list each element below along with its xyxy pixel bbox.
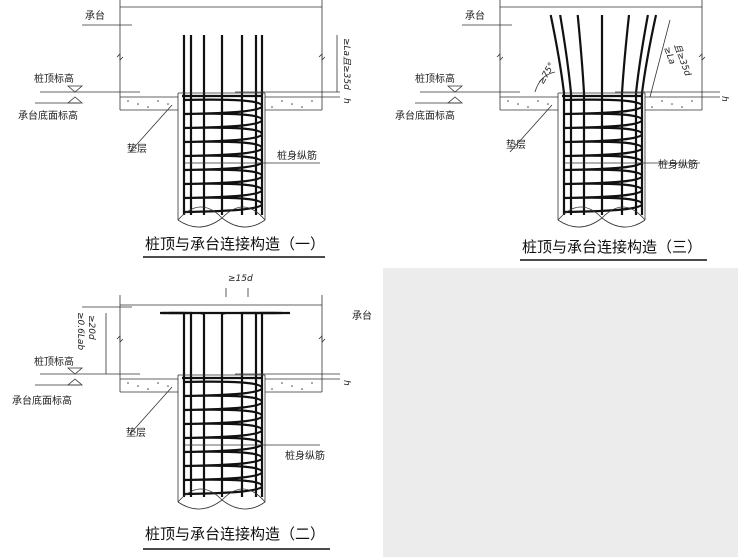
cushion-aggregate [137, 103, 139, 105]
detail-1: 承台 桩顶标高 承台底面标高 垫层 桩身纵筋 ≥La且≥35d h 桩顶与承台连… [18, 0, 352, 253]
pile-break-end [557, 206, 646, 228]
pile-break-end [177, 488, 266, 510]
longitudinal-bars-label: 桩身纵筋 [285, 449, 325, 462]
cushion-aggregate [691, 100, 693, 102]
detail-title: 桩顶与承台连接构造（二） [145, 525, 325, 543]
cushion-aggregate [537, 100, 539, 102]
cushion-aggregate [271, 106, 273, 108]
cushion-aggregate [157, 100, 159, 102]
cushion-leader [129, 104, 173, 153]
cap-label: 承台 [465, 9, 485, 22]
cap-label: 承台 [352, 309, 372, 322]
longitudinal-bar [169, 311, 193, 497]
spiral-stirrup [182, 376, 264, 496]
detail-title: 桩顶与承台连接构造（三） [522, 238, 702, 256]
longitudinal-bar [162, 311, 186, 497]
anchor-length-dimension-2: ≥20d [86, 315, 96, 340]
detail-title: 桩顶与承台连接构造（一） [145, 235, 325, 253]
longitudinal-bar [199, 311, 206, 497]
pile-outline [177, 92, 266, 220]
detail-2: 承台 桩顶标高 承台底面标高 垫层 桩身纵筋 ≥0.6Lab ≥20d ≥15d… [12, 274, 372, 543]
cushion-aggregate [281, 382, 283, 384]
longitudinal-bar [640, 14, 658, 215]
spiral-stirrup [182, 94, 264, 214]
longitudinal-bar [576, 14, 586, 215]
cap-bottom-elevation-label: 承台底面标高 [12, 394, 72, 407]
cushion-label: 垫层 [127, 142, 147, 155]
cap-bottom-elevation-label: 承台底面标高 [18, 109, 78, 122]
cushion-label: 垫层 [506, 138, 526, 151]
cushion-aggregate [291, 103, 293, 105]
pile-break-end [177, 206, 266, 228]
cushion-aggregate [507, 100, 509, 102]
cushion-aggregate [271, 388, 273, 390]
cushion-aggregate [651, 106, 653, 108]
h-dimension: h [341, 380, 351, 386]
pile-top-elevation-label: 桩顶标高 [415, 72, 455, 85]
hook-length-dimension: ≥15d [228, 274, 253, 284]
cushion-aggregate [527, 106, 529, 108]
cap-bottom-elevation-label: 承台底面标高 [395, 109, 455, 122]
cushion-aggregate [547, 103, 549, 105]
cushion-aggregate [671, 103, 673, 105]
cushion-aggregate [147, 106, 149, 108]
pile-outline [557, 92, 646, 220]
cushion-aggregate [157, 382, 159, 384]
cap-label: 承台 [85, 9, 105, 22]
elevation-symbol [446, 85, 464, 104]
cushion-aggregate [301, 388, 303, 390]
longitudinal-bar [549, 14, 566, 215]
longitudinal-bar [220, 311, 227, 497]
pile-top-elevation-label: 桩顶标高 [34, 72, 74, 85]
cushion-aggregate [681, 106, 683, 108]
pile-top-elevation-label: 桩顶标高 [34, 355, 74, 368]
cushion-aggregate [147, 388, 149, 390]
h-dimension: h [719, 96, 729, 102]
cushion-aggregate [127, 382, 129, 384]
pile-outline [177, 374, 266, 502]
cushion-aggregate [291, 385, 293, 387]
cushion-aggregate [661, 100, 663, 102]
spiral-stirrup [562, 94, 644, 214]
cushion-label: 垫层 [126, 426, 146, 439]
cushion-aggregate [311, 100, 313, 102]
anchor-length-dimension: ≥La且≥35d [341, 38, 352, 90]
dim-line [649, 19, 671, 98]
anchor-length-dimension: ≥0.6Lab [75, 312, 85, 350]
cushion-aggregate [301, 106, 303, 108]
angle-dimension: ≥75° [537, 61, 557, 86]
cushion-aggregate [167, 103, 169, 105]
elevation-symbol [66, 367, 84, 386]
cushion-aggregate [311, 382, 313, 384]
cushion-aggregate [167, 385, 169, 387]
elevation-symbol [66, 85, 84, 104]
detail-3: 承台 桩顶标高 承台底面标高 垫层 桩身纵筋 ≥75° ≥La 且≥35d h … [395, 0, 729, 256]
empty-panel [383, 268, 738, 557]
h-dimension: h [341, 98, 351, 104]
longitudinal-bar [240, 311, 256, 497]
cushion-leader [129, 386, 173, 435]
cushion-aggregate [517, 103, 519, 105]
cushion-aggregate [127, 100, 129, 102]
cushion-aggregate [137, 385, 139, 387]
cushion-leader [509, 104, 553, 153]
longitudinal-bars-label: 桩身纵筋 [658, 158, 698, 171]
cushion-aggregate [281, 100, 283, 102]
angle-arc [534, 71, 556, 93]
longitudinal-bars-label: 桩身纵筋 [277, 149, 317, 162]
